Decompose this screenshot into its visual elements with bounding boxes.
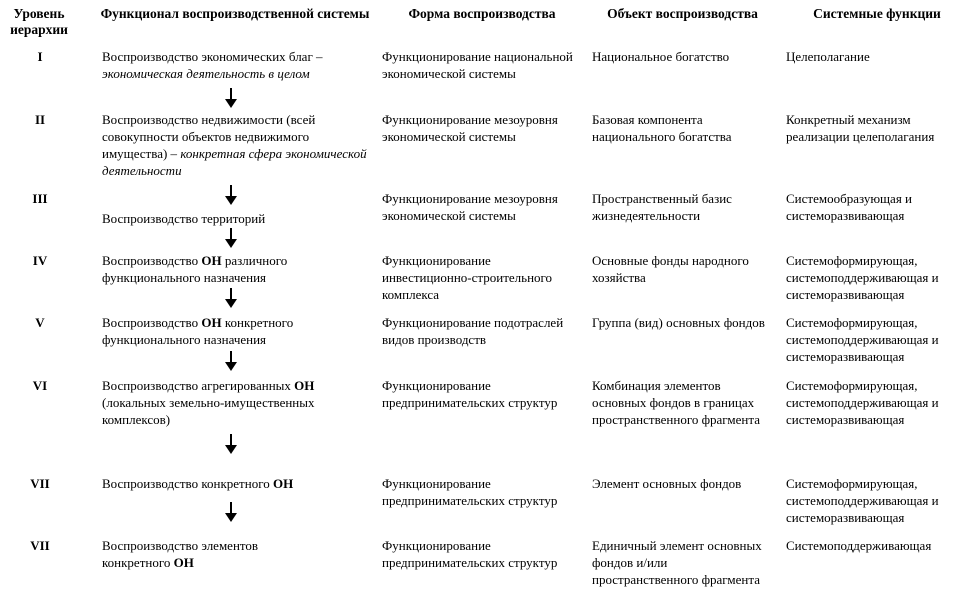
arrow-down-icon bbox=[225, 502, 237, 522]
system-function-cell: Системоформирующая, системоподдерживающа… bbox=[786, 378, 939, 427]
object-cell: Национальное богатство bbox=[592, 49, 730, 64]
form-cell: Функционирование подотраслей видов произ… bbox=[382, 315, 564, 347]
arrow-down-icon bbox=[225, 434, 237, 454]
functional-text: Воспроизводство агрегированных bbox=[102, 378, 295, 393]
functional-cell: Воспроизводство экономических благ – эко… bbox=[102, 48, 367, 82]
header-level: Уровень иерархии bbox=[10, 6, 68, 37]
system-function-cell: Системоформирующая, системоподдерживающа… bbox=[786, 476, 939, 525]
form-cell: Функционирование предпринимательских стр… bbox=[382, 538, 558, 570]
functional-cell: Воспроизводство конкретного ОН bbox=[102, 475, 367, 492]
functional-cell: Воспроизводство ОН различного функционал… bbox=[102, 252, 367, 286]
functional-text-tail: различного функционального назначения bbox=[102, 253, 288, 285]
form-cell: Функционирование предпринимательских стр… bbox=[382, 476, 558, 508]
object-cell: Группа (вид) основных фондов bbox=[592, 315, 765, 330]
functional-text: Воспроизводство элементов конкретного bbox=[102, 538, 259, 570]
system-function-cell: Целеполагание bbox=[786, 49, 870, 64]
functional-text: Воспроизводство bbox=[102, 315, 202, 330]
level-number: I bbox=[37, 49, 43, 64]
system-function-cell: Конкретный механизм реализации целеполаг… bbox=[786, 112, 935, 144]
object-cell: Комбинация элементов основных фондов в г… bbox=[592, 378, 760, 427]
arrow-down-icon bbox=[225, 288, 237, 308]
form-cell: Функционирование мезоуровня экономическо… bbox=[382, 112, 558, 144]
functional-cell: Воспроизводство недвижимости (всей совок… bbox=[102, 111, 367, 179]
system-function-cell: Системообразующая и системоразвивающая bbox=[786, 191, 913, 223]
functional-cell: Воспроизводство агрегированных ОН (локал… bbox=[102, 377, 367, 428]
header-system-functions: Системные функции bbox=[813, 6, 941, 21]
system-function-cell: Системоформирующая, системоподдерживающа… bbox=[786, 315, 939, 364]
level-number: VII bbox=[30, 538, 50, 553]
functional-text: Воспроизводство конкретного bbox=[102, 476, 273, 491]
level-number: III bbox=[32, 191, 48, 206]
arrow-down-icon bbox=[225, 228, 237, 248]
object-cell: Элемент основных фондов bbox=[592, 476, 742, 491]
functional-text-tail: (локальных земельно-имущественных компле… bbox=[102, 395, 315, 427]
arrow-down-icon bbox=[225, 185, 237, 205]
functional-bold: ОН bbox=[173, 555, 194, 570]
level-number: VI bbox=[32, 378, 48, 393]
functional-text: Воспроизводство недвижимости (всей совок… bbox=[102, 112, 316, 161]
form-cell: Функционирование предпринимательских стр… bbox=[382, 378, 558, 410]
level-number: II bbox=[34, 112, 46, 127]
functional-bold: ОН bbox=[201, 253, 222, 268]
functional-bold: ОН bbox=[201, 315, 222, 330]
functional-bold: ОН bbox=[272, 476, 294, 491]
level-number: IV bbox=[32, 253, 48, 268]
header-object: Объект воспроизводства bbox=[607, 6, 758, 21]
functional-bold: ОН bbox=[294, 378, 315, 393]
header-functional: Функционал воспроизводственной системы bbox=[100, 6, 370, 21]
functional-cell: Воспроизводство элементов конкретного ОН bbox=[102, 537, 322, 571]
arrow-down-icon bbox=[225, 88, 237, 108]
object-cell: Пространственный базис жизнедеятельности bbox=[592, 191, 732, 223]
functional-text-tail: конкретного функционального назначения bbox=[102, 315, 294, 347]
object-cell: Единичный элемент основных фондов и/или … bbox=[592, 538, 762, 587]
form-cell: Функционирование национальной экономичес… bbox=[382, 49, 573, 81]
functional-italic: экономическая деятельность в целом bbox=[102, 66, 310, 81]
level-number: VII bbox=[30, 476, 50, 491]
functional-cell: Воспроизводство территорий bbox=[102, 211, 266, 226]
system-function-cell: Системоподдерживающая bbox=[786, 538, 932, 553]
form-cell: Функционирование мезоуровня экономическо… bbox=[382, 191, 558, 223]
system-function-cell: Системоформирующая, системоподдерживающа… bbox=[786, 253, 939, 302]
header-form: Форма воспроизводства bbox=[408, 6, 556, 21]
functional-text: Воспроизводство экономических благ – bbox=[102, 49, 323, 64]
functional-cell: Воспроизводство ОН конкретного функциона… bbox=[102, 314, 367, 348]
level-number: V bbox=[35, 315, 45, 330]
functional-text: Воспроизводство bbox=[102, 253, 202, 268]
form-cell: Функционирование инвестиционно-строитель… bbox=[382, 253, 553, 302]
arrow-down-icon bbox=[225, 351, 237, 371]
object-cell: Базовая компонента национального богатст… bbox=[592, 112, 732, 144]
functional-italic: конкретная сфера экономической деятельно… bbox=[102, 146, 367, 178]
object-cell: Основные фонды народного хозяйства bbox=[592, 253, 749, 285]
